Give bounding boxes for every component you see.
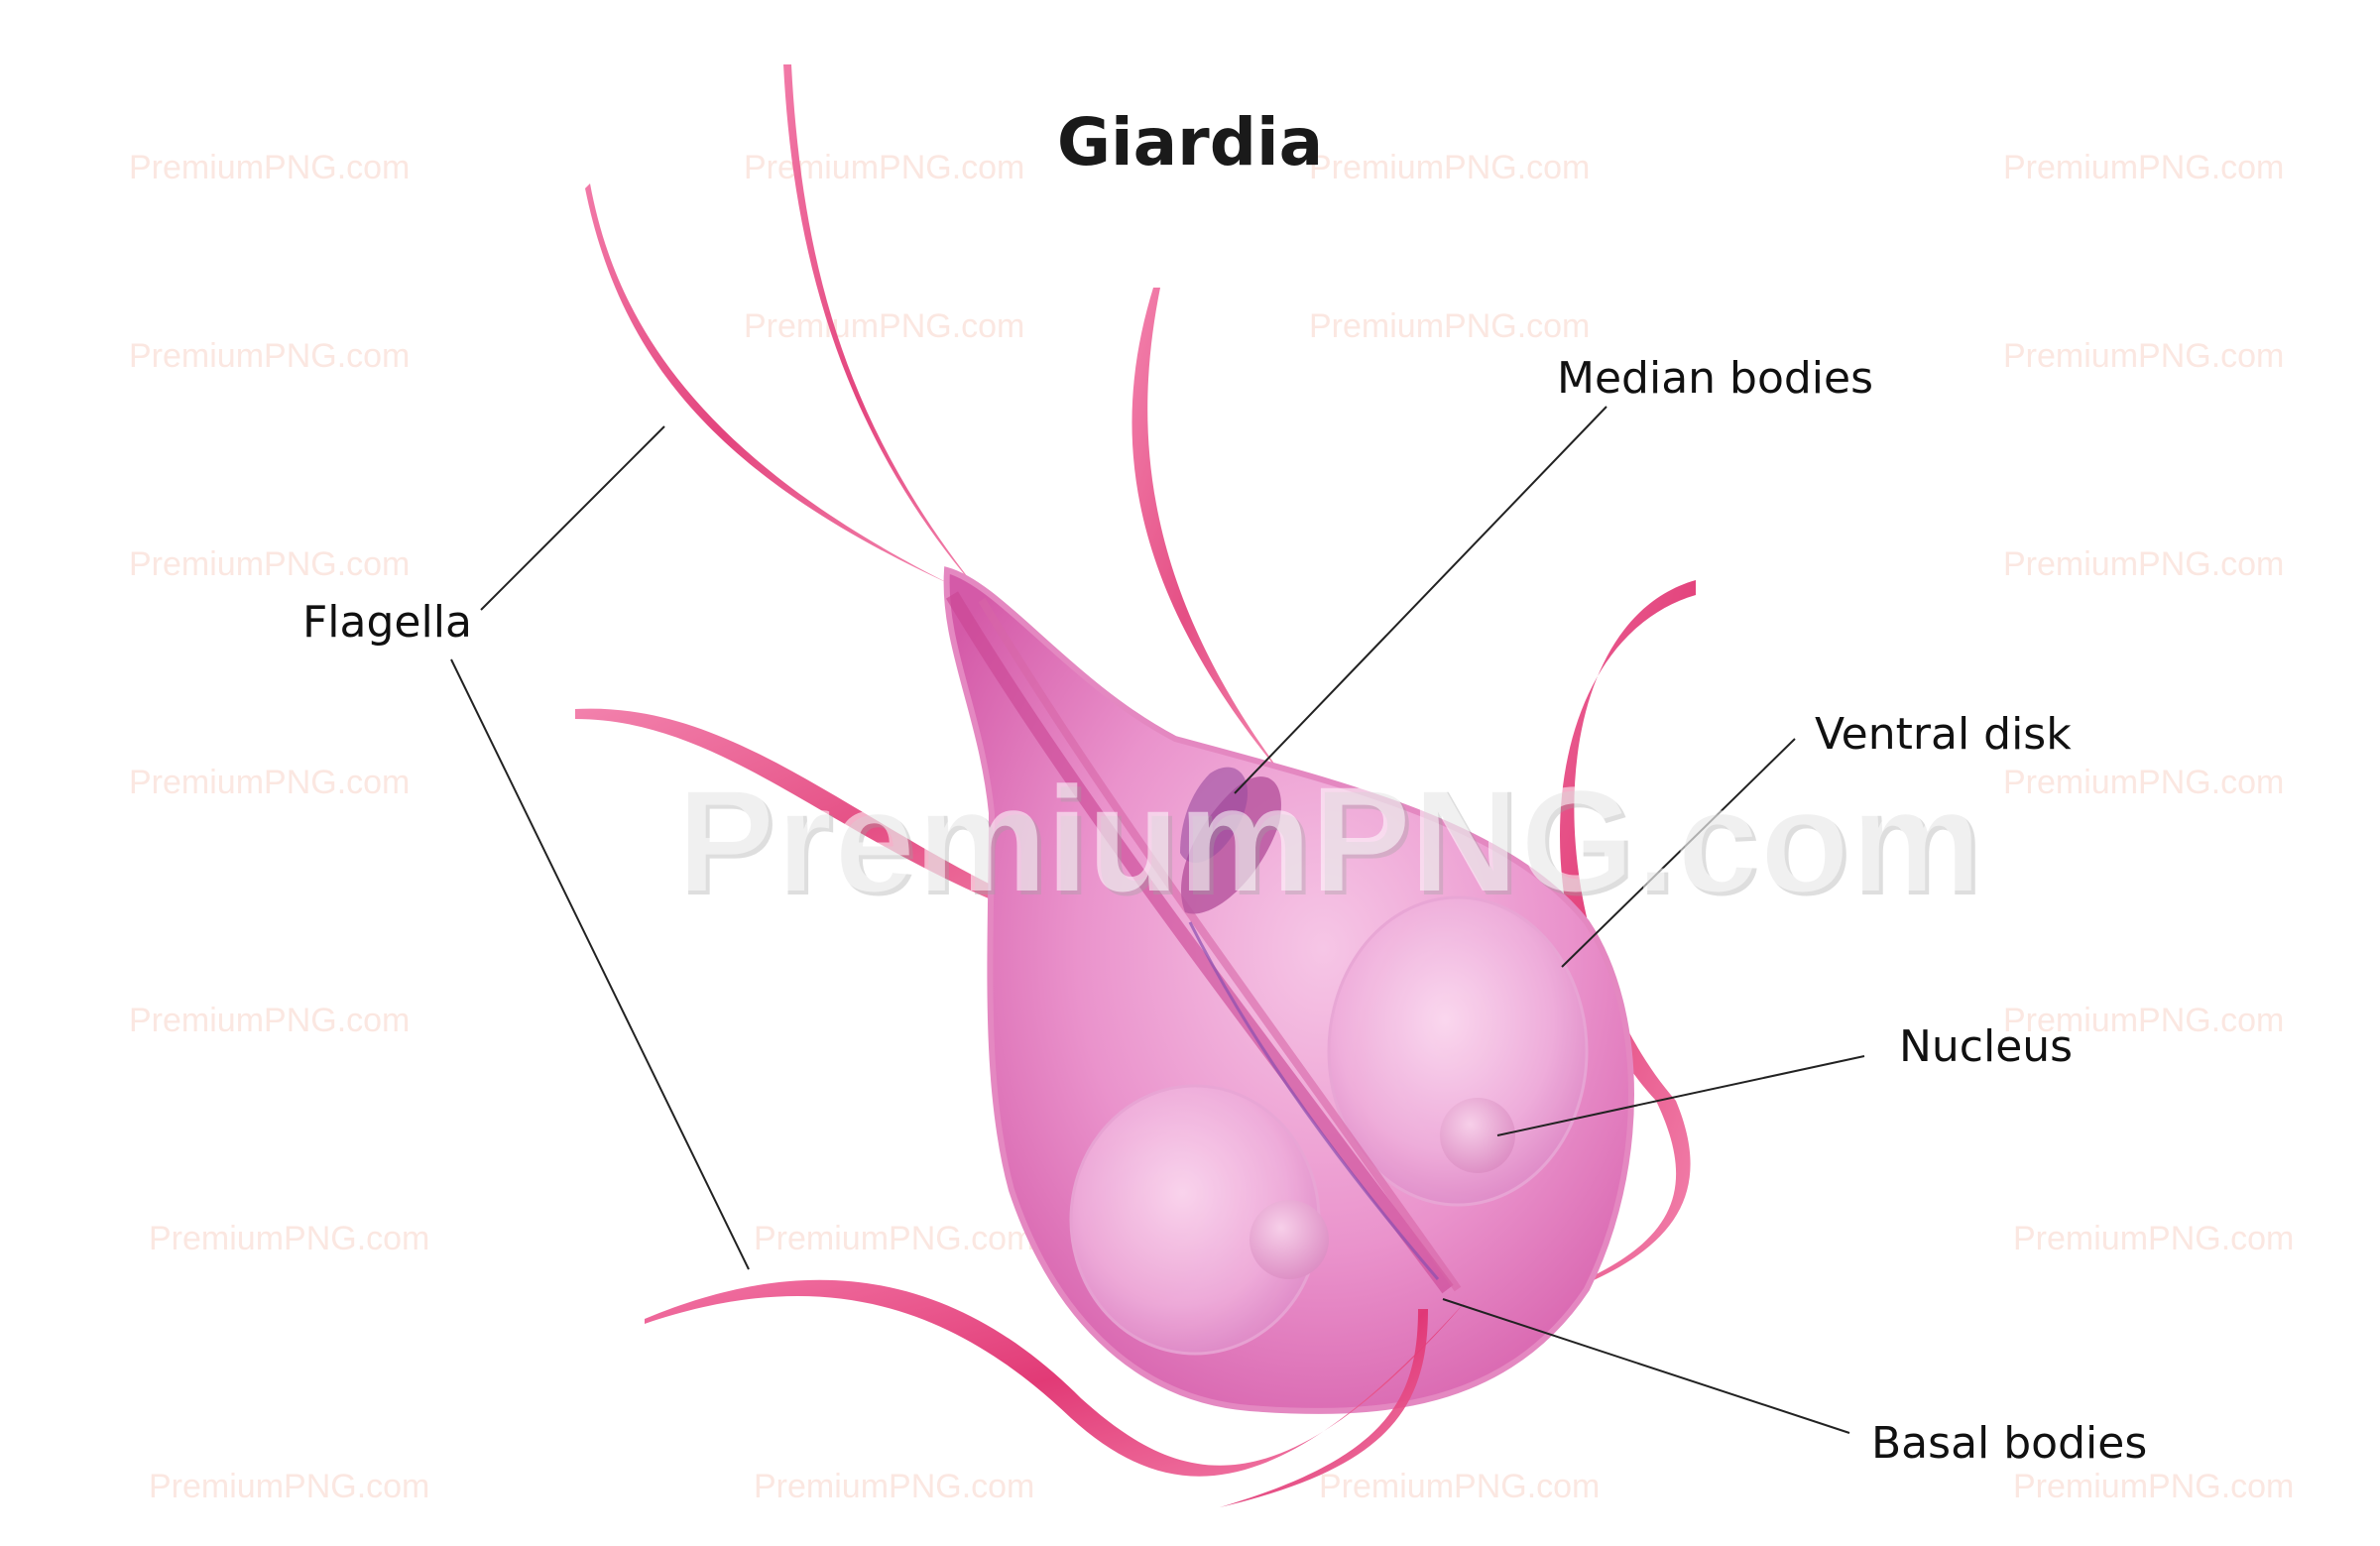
leader-line-ventral-disk <box>1561 738 1796 968</box>
label-flagella: Flagella <box>302 597 472 648</box>
flagellum <box>585 183 952 585</box>
nucleus <box>1250 1200 1329 1279</box>
flagellum <box>645 1279 1468 1477</box>
leader-line-nucleus <box>1496 1055 1865 1136</box>
watermark-text: PremiumPNG.com <box>1309 307 1591 345</box>
watermark-text: PremiumPNG.com <box>1309 149 1591 186</box>
watermark-text: PremiumPNG.com <box>149 1220 430 1257</box>
watermark-text: PremiumPNG.com <box>744 307 1025 345</box>
watermark-text: PremiumPNG.com <box>129 149 411 186</box>
watermark-text: PremiumPNG.com <box>129 337 411 375</box>
ventral-disk <box>1327 895 1589 1207</box>
watermark-text: PremiumPNG.com <box>2003 545 2285 583</box>
watermark-logo: PremiumPNG.com <box>674 756 1981 922</box>
watermark-text: PremiumPNG.com <box>129 764 411 801</box>
watermark-text: PremiumPNG.com <box>2003 337 2285 375</box>
leader-line-basal-bodies <box>1442 1298 1850 1434</box>
leader-line-flagella-upper <box>480 425 665 611</box>
watermark-text: PremiumPNG.com <box>129 1002 411 1039</box>
median-bodies <box>1181 776 1281 914</box>
watermark-text: PremiumPNG.com <box>2013 1468 2295 1505</box>
leader-line-median-bodies <box>1234 406 1607 794</box>
label-median-bodies: Median bodies <box>1557 353 1874 404</box>
label-basal-bodies: Basal bodies <box>1871 1418 2148 1469</box>
label-ventral-disk: Ventral disk <box>1815 709 2072 760</box>
watermark-text: PremiumPNG.com <box>129 545 411 583</box>
watermark-text: PremiumPNG.com <box>2003 1002 2285 1039</box>
nucleus <box>1440 1098 1515 1173</box>
watermark-text: PremiumPNG.com <box>2003 764 2285 801</box>
watermark-text: PremiumPNG.com <box>2003 149 2285 186</box>
watermark-text: PremiumPNG.com <box>754 1468 1035 1505</box>
watermark-text: PremiumPNG.com <box>149 1468 430 1505</box>
diagram-title: Giardia <box>1056 104 1324 180</box>
flagellum <box>1131 288 1289 783</box>
flagellum <box>575 708 1155 952</box>
leader-line-flagella-lower <box>450 658 750 1270</box>
flagellum <box>1220 1309 1428 1507</box>
watermark-text: PremiumPNG.com <box>1319 1468 1601 1505</box>
label-nucleus: Nucleus <box>1899 1021 2074 1072</box>
watermark-text: PremiumPNG.com <box>754 1220 1035 1257</box>
watermark-text: PremiumPNG.com <box>2013 1220 2295 1257</box>
watermark-text: PremiumPNG.com <box>744 149 1025 186</box>
